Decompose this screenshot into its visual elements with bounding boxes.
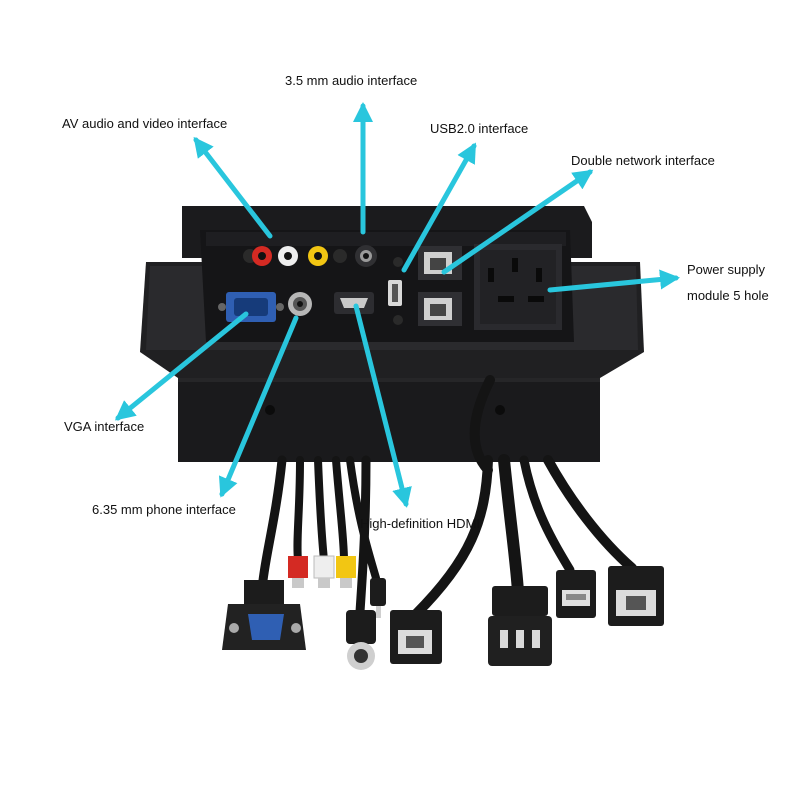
usb-coupler-icon xyxy=(556,570,596,618)
arrow-phone xyxy=(218,315,299,498)
callout-arrows xyxy=(114,102,680,508)
arrow-vga xyxy=(114,311,249,421)
arrow-hdmi xyxy=(353,303,412,508)
audio-jack-icon xyxy=(355,245,377,267)
label-power-line-2: module 5 hole xyxy=(687,288,769,303)
arrow-network xyxy=(441,169,594,275)
power-outlet-icon xyxy=(474,244,562,330)
arrow-power xyxy=(547,269,680,293)
vga-port-icon xyxy=(218,292,284,322)
phone-jack-icon xyxy=(288,292,312,316)
label-power-line-1: Power supply xyxy=(687,262,766,277)
arrow-av xyxy=(193,136,273,239)
label-usb-interface: USB2.0 interface xyxy=(430,121,529,136)
rca-jack-icon xyxy=(243,246,347,266)
label-phone-interface: 6.35 mm phone interface xyxy=(92,502,236,517)
arrow-usb xyxy=(401,142,477,273)
cable-connectors xyxy=(222,555,664,670)
usb-port-icon xyxy=(388,257,403,325)
rj45-coupler-icon-2 xyxy=(608,566,664,626)
pop-up-socket-box xyxy=(140,206,644,462)
hdmi-port-icon xyxy=(334,292,374,314)
rca-plug-icon xyxy=(288,555,356,588)
power-plug-icon xyxy=(488,586,552,666)
phone-plug-icon xyxy=(346,610,376,670)
label-hdmi-interface: High-definition HDMI xyxy=(360,516,480,531)
label-av-interface: AV audio and video interface xyxy=(62,116,228,131)
port-panel xyxy=(218,244,562,330)
audio-plug-icon xyxy=(370,578,386,618)
cable-bundle xyxy=(257,375,637,619)
label-3-5mm-audio: 3.5 mm audio interface xyxy=(285,73,418,88)
label-vga-interface: VGA interface xyxy=(64,419,145,434)
vga-plug-icon xyxy=(222,580,306,650)
label-network-interface: Double network interface xyxy=(571,153,715,168)
rj45-coupler-icon xyxy=(390,610,442,664)
